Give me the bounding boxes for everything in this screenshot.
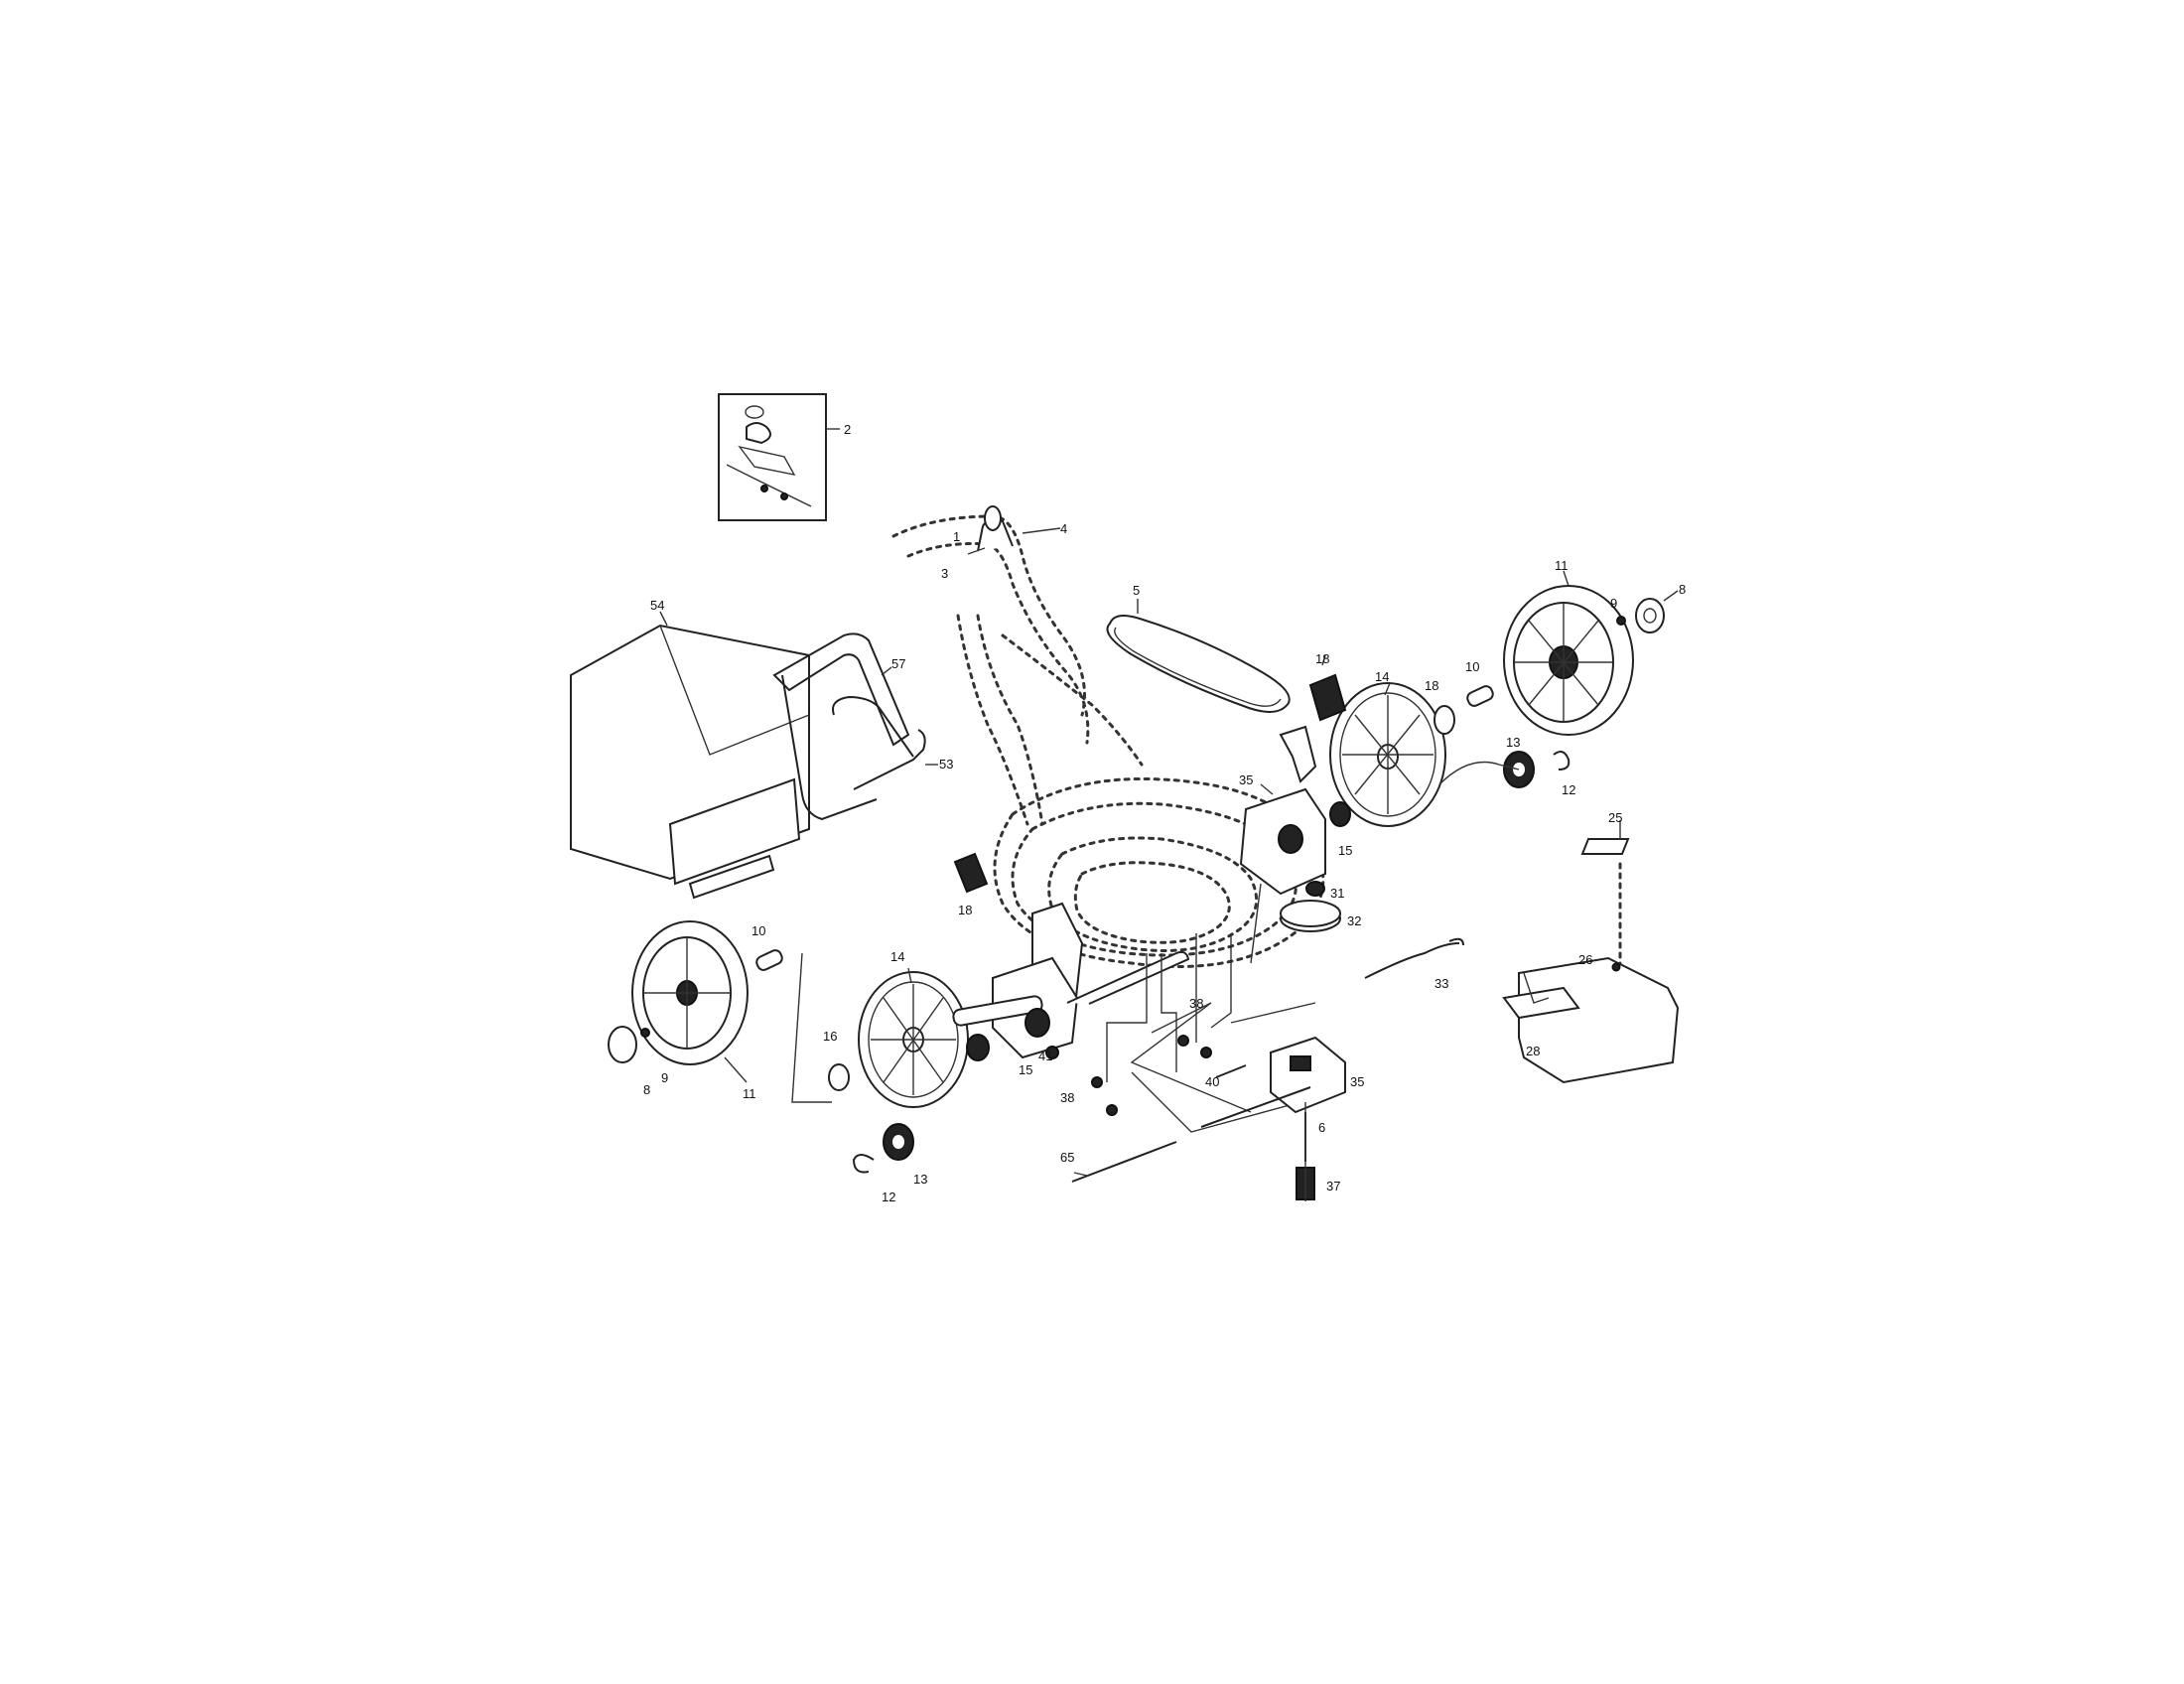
callout-38a: 38 [1189,996,1203,1011]
callout-54: 54 [650,598,664,613]
callout-12a: 12 [1562,782,1575,797]
right-pin [1466,685,1494,707]
callout-2: 2 [844,422,851,437]
inset-part-2 [718,393,840,521]
left-pin [755,949,783,971]
callout-15b: 15 [1019,1062,1032,1077]
right-hubcap [1616,590,1679,633]
callout-28: 28 [1526,1044,1540,1058]
callout-14b: 14 [890,949,904,964]
callout-9a: 9 [1610,596,1617,611]
callout-labels: 2 1 3 4 5 54 57 53 11 8 9 10 18 14 18 13… [643,422,1686,1204]
right-rear-wheel [1503,570,1634,736]
right-washer [1433,705,1455,735]
callout-57: 57 [891,656,905,671]
callout-32: 32 [1347,913,1361,928]
callout-5: 5 [1133,583,1140,598]
callout-14a: 14 [1375,669,1389,684]
callout-1: 1 [953,529,960,544]
bag-frame [772,632,938,821]
callout-13a: 13 [1506,735,1520,750]
callout-18a: 18 [1315,651,1329,666]
right-height-adjuster [1239,725,1351,896]
right-inner-wheel [1329,682,1446,827]
callout-9b: 9 [661,1070,668,1085]
callout-11a: 11 [1555,558,1569,573]
callout-6: 6 [1318,1120,1325,1135]
callout-33: 33 [1434,976,1448,991]
callout-53: 53 [939,757,953,772]
grass-bag [570,611,810,900]
callout-11b: 11 [743,1086,756,1101]
callout-3: 3 [941,566,948,581]
callout-12b: 12 [882,1190,895,1204]
left-washer [828,1063,850,1091]
callout-18b: 18 [1425,678,1438,693]
handle-assembly [891,505,1144,826]
callout-4: 4 [1060,521,1067,536]
callout-35a: 35 [1239,772,1253,787]
left-rear-wheel [631,920,749,1083]
callout-26: 26 [1578,952,1592,967]
callout-65: 65 [1060,1150,1074,1165]
callout-15a: 15 [1338,843,1352,858]
callout-8b: 8 [643,1082,650,1097]
deck-cover [1502,820,1680,1084]
left-height-adjuster [952,902,1190,1059]
left-inner-wheel [858,967,969,1108]
callout-31: 31 [1330,886,1344,901]
callout-16: 16 [823,1029,837,1044]
left-spring [953,852,989,894]
callout-13b: 13 [913,1172,927,1187]
right-spring [1308,654,1347,722]
callout-38b: 38 [1060,1090,1074,1105]
callout-37: 37 [1326,1179,1340,1193]
callout-10a: 10 [1465,659,1479,674]
callout-25: 25 [1608,810,1622,825]
right-drive-gear [1438,750,1570,788]
callout-35b: 35 [1350,1074,1364,1089]
callout-40: 40 [1205,1074,1219,1089]
callout-18c: 18 [958,903,972,917]
transmission-area [1071,862,1622,1201]
callout-10b: 10 [751,923,765,938]
callout-41: 41 [1038,1049,1052,1063]
left-hubcap [608,1026,637,1063]
left-gear-15 [966,1034,990,1061]
left-bolt [640,1028,650,1038]
callout-8a: 8 [1679,582,1686,597]
left-clip [852,1154,875,1174]
drive-belt [1106,599,1291,713]
